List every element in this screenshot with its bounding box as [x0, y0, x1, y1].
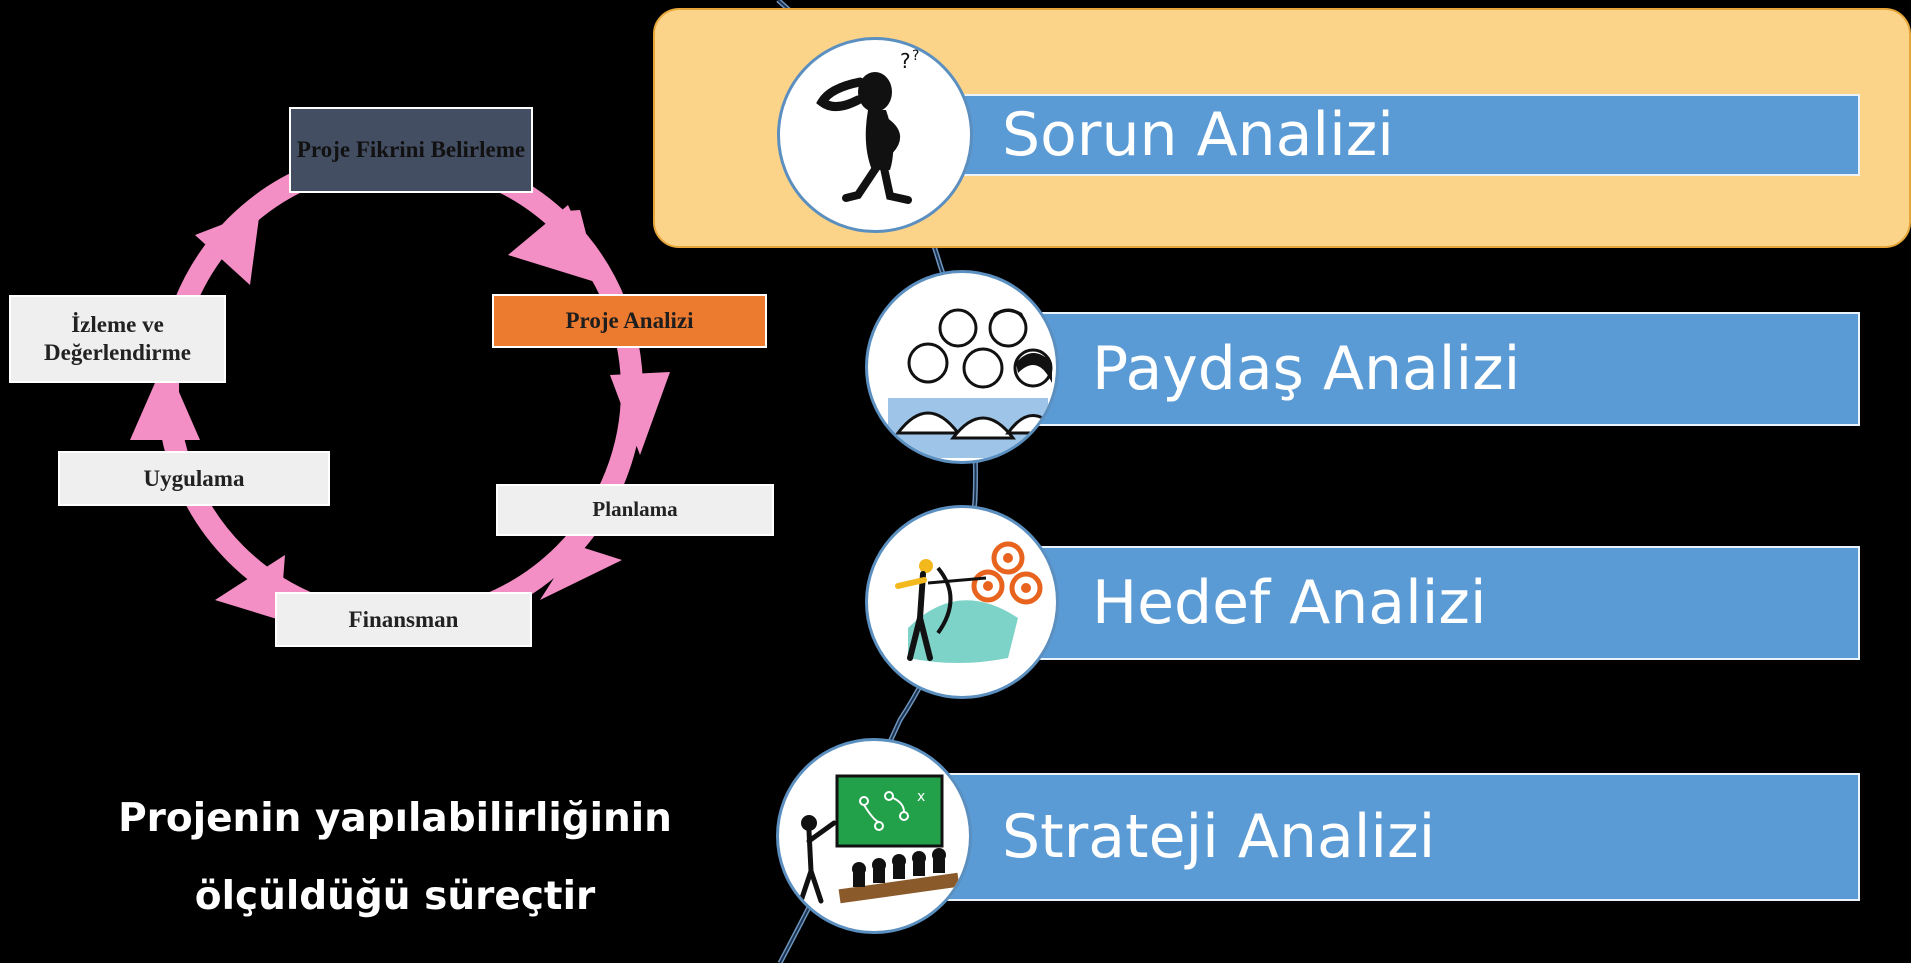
- cycle-item-planning: Planlama: [496, 484, 774, 536]
- cycle-arrowhead: [508, 205, 605, 285]
- strategy-board-icon: x: [798, 774, 960, 904]
- step-label-sorun: Sorun Analizi: [1002, 100, 1394, 170]
- cycle-item-implementation-label: Uygulama: [143, 465, 245, 491]
- cycle-arrowhead: [540, 545, 622, 600]
- cycle-ring: [130, 147, 670, 633]
- cycle-item-planning-label: Planlama: [592, 497, 678, 522]
- archer-target-icon: [895, 541, 1043, 663]
- step-bar-sorun: Sorun Analizi: [940, 94, 1860, 176]
- svg-text:x: x: [917, 789, 925, 805]
- cycle-item-finance: Finansman: [275, 592, 532, 647]
- caption: Projenin yapılabilirliğinin ölçüldüğü sü…: [55, 780, 735, 936]
- cycle-item-monitoring: İzleme ve Değerlendirme: [9, 295, 226, 383]
- group-of-people-icon: [888, 308, 1056, 458]
- cycle-arrowhead: [610, 372, 670, 455]
- cycle-item-monitoring-label: İzleme ve Değerlendirme: [44, 312, 191, 365]
- cycle-arrowhead: [215, 555, 285, 620]
- cycle-item-idea: Proje Fikrini Belirleme: [289, 107, 533, 193]
- step-bar-paydas: Paydaş Analizi: [1030, 312, 1860, 426]
- caption-line-2: ölçüldüğü süreçtir: [194, 874, 596, 919]
- step-circle-strateji: x: [776, 738, 972, 934]
- cycle-item-idea-label: Proje Fikrini Belirleme: [296, 137, 526, 163]
- svg-text:?: ?: [912, 48, 919, 64]
- step-bar-strateji: Strateji Analizi: [940, 773, 1860, 901]
- step-circle-sorun: ? ?: [777, 37, 973, 233]
- cycle-arrowhead: [130, 360, 200, 440]
- cycle-arrowhead: [195, 210, 260, 285]
- cycle-item-analysis-label: Proje Analizi: [565, 308, 694, 334]
- cycle-item-finance-label: Finansman: [348, 606, 459, 632]
- step-circle-hedef: [865, 505, 1059, 699]
- thinking-person-icon: ? ?: [816, 48, 919, 204]
- step-label-paydas: Paydaş Analizi: [1092, 334, 1521, 404]
- step-bar-hedef: Hedef Analizi: [1030, 546, 1860, 660]
- step-label-hedef: Hedef Analizi: [1092, 568, 1487, 638]
- caption-line-1: Projenin yapılabilirliğinin: [118, 796, 672, 841]
- step-circle-paydas: [865, 270, 1059, 464]
- cycle-item-implementation: Uygulama: [58, 451, 330, 506]
- cycle-item-analysis: Proje Analizi: [492, 294, 767, 348]
- svg-text:?: ?: [900, 49, 911, 73]
- step-label-strateji: Strateji Analizi: [1002, 802, 1436, 872]
